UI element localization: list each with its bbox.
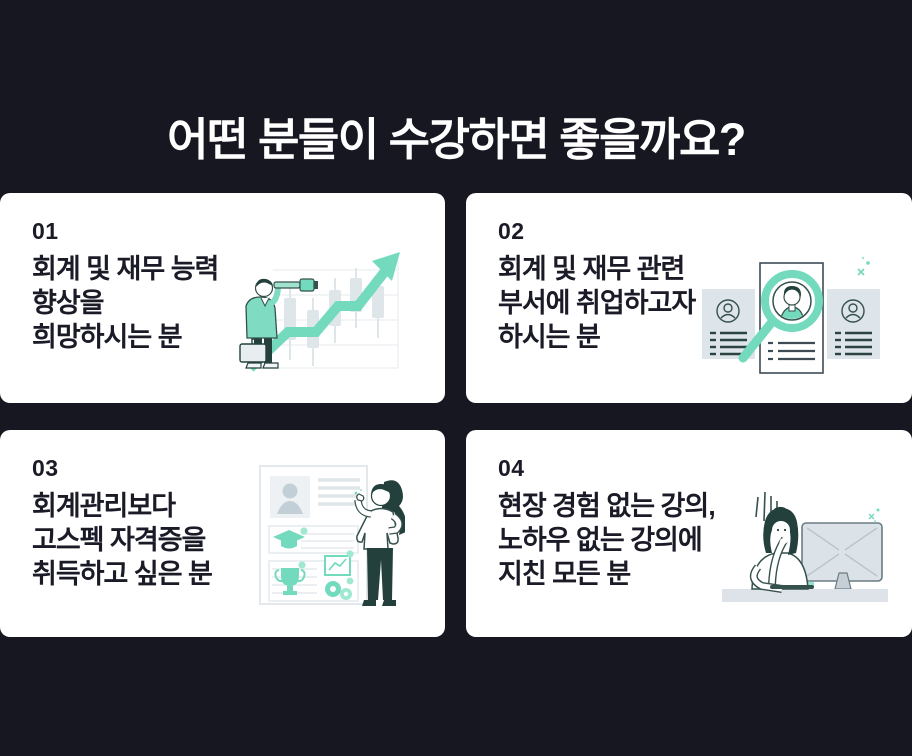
rising-arrow-icon [246, 266, 390, 372]
gears-icon [325, 577, 354, 600]
desk [722, 589, 888, 602]
benefit-cards-grid: 01 회계 및 재무 능력 향상을 희망하시는 분 [0, 193, 912, 637]
card-text-line: 희망하시는 분 [32, 322, 183, 352]
card-text-line: 취득하고 싶은 분 [32, 559, 213, 589]
card-text-line: 현장 경험 없는 강의, [498, 491, 716, 521]
card-03-text: 03 회계관리보다 고스펙 자격증을 취득하고 싶은 분 [32, 455, 213, 591]
magnifier-icon [738, 270, 823, 363]
tired-at-computer-illustration [722, 491, 888, 602]
card-number: 03 [32, 455, 59, 481]
card-text-line: 향상을 [32, 288, 105, 318]
resume-card-right [827, 289, 880, 359]
profile-photo [270, 476, 310, 518]
card-text-line: 노하우 없는 강의에 [498, 525, 703, 555]
sparkle-icon [868, 508, 880, 523]
resume-search-illustration [702, 256, 880, 374]
card-text-line: 회계 및 재무 능력 [32, 254, 219, 284]
card-text-line: 하시는 분 [498, 322, 601, 352]
arrow-head-icon [372, 252, 400, 281]
card-01-text: 01 회계 및 재무 능력 향상을 희망하시는 분 [32, 218, 219, 354]
sparkle-icon [857, 256, 870, 276]
card-text-line: 회계 및 재무 관련 [498, 254, 685, 284]
chart-icon [324, 550, 354, 576]
card-02: 02 회계 및 재무 관련 부서에 취업하고자 하시는 분 [466, 193, 912, 403]
card-03: 03 회계관리보다 고스펙 자격증을 취득하고 싶은 분 [0, 430, 445, 637]
card-number: 04 [498, 455, 525, 481]
card-04: 04 현장 경험 없는 강의, 노하우 없는 강의에 지친 모든 분 [466, 430, 912, 637]
card-04-text: 04 현장 경험 없는 강의, 노하우 없는 강의에 지친 모든 분 [498, 455, 716, 591]
card-01: 01 회계 및 재무 능력 향상을 희망하시는 분 [0, 193, 445, 403]
card-number: 02 [498, 218, 525, 244]
person-with-telescope [239, 278, 318, 369]
briefcase-icon [239, 343, 267, 363]
certificates-illustration [259, 465, 405, 606]
page-title: 어떤 분들이 수강하면 좋을까요? [167, 114, 746, 165]
graduation-cap-icon [273, 527, 308, 549]
card-text-line: 회계관리보다 [32, 491, 176, 521]
trophy-icon [274, 561, 306, 595]
keyboard-icon [770, 585, 814, 589]
card-02-text: 02 회계 및 재무 관련 부서에 취업하고자 하시는 분 [498, 218, 696, 354]
card-number: 01 [32, 218, 59, 244]
monitor-icon [801, 522, 883, 590]
telescope-icon [273, 278, 318, 292]
resume-avatar [779, 286, 805, 319]
growth-chart-illustration [239, 252, 400, 372]
card-text-line: 고스펙 자격증을 [32, 525, 206, 555]
standing-woman [354, 480, 405, 606]
card-text-line: 부서에 취업하고자 [498, 288, 696, 318]
text-lines [318, 478, 360, 506]
tired-woman [749, 506, 814, 593]
card-text-line: 지친 모든 분 [498, 559, 631, 589]
